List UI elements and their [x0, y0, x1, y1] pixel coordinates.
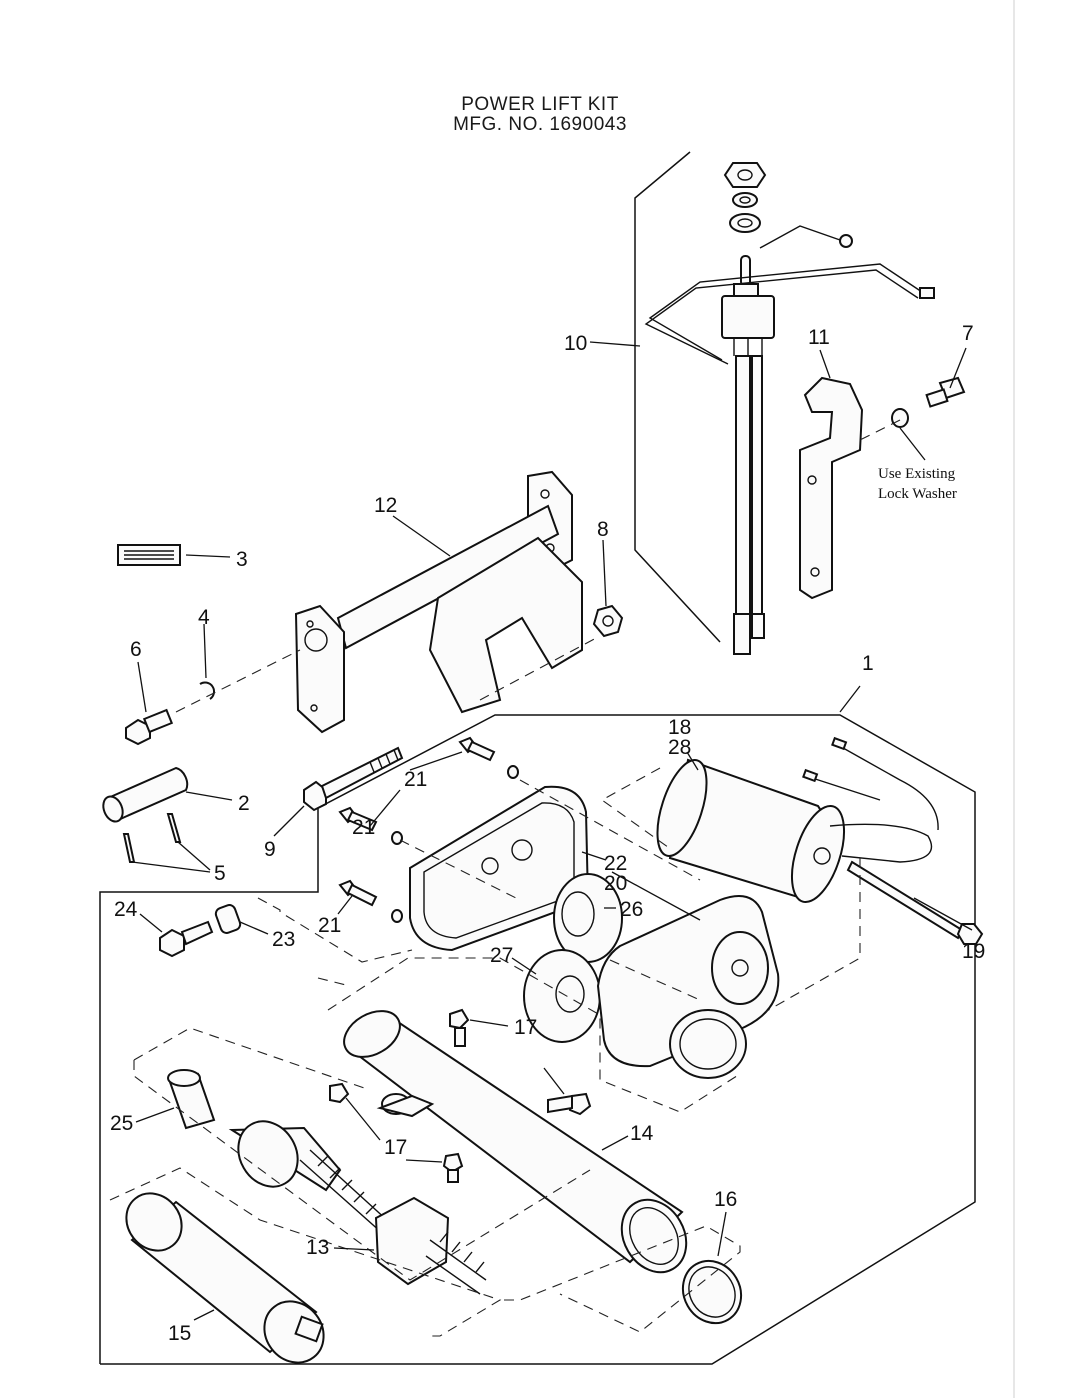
- through-bolt-19: [846, 860, 984, 945]
- electric-motor: [656, 758, 846, 904]
- bushing-25: [167, 1069, 216, 1130]
- callout-21-top: 21: [404, 768, 427, 791]
- lock-washer: [729, 213, 761, 233]
- callout-25: 25: [110, 1112, 133, 1135]
- screw-jack-13: [228, 1120, 487, 1295]
- ground-wire: [759, 225, 841, 249]
- hex-nut-8: [592, 604, 624, 638]
- outer-tube-14: [343, 1010, 688, 1274]
- screw-21-low: [338, 879, 378, 907]
- callout-15: 15: [168, 1322, 191, 1345]
- callout-21-low: 21: [318, 914, 341, 937]
- callout-14: 14: [630, 1122, 654, 1145]
- bracket-clevis: [428, 536, 583, 714]
- note-use-existing: Use Existing: [878, 466, 956, 482]
- callout-12: 12: [374, 494, 397, 517]
- callout-22: 22: [604, 852, 627, 875]
- callout-17-lower: 17: [384, 1136, 407, 1159]
- assembly-guide-lines: [109, 635, 861, 1337]
- callout-3: 3: [236, 548, 248, 571]
- screw-7: [925, 376, 966, 408]
- bolt-24: [159, 920, 214, 958]
- motor-mount-boss: [711, 931, 769, 1005]
- cylinder-15: [125, 1192, 325, 1364]
- washer-21-mid: [391, 831, 403, 845]
- screw-21-top: [458, 736, 496, 762]
- kit-boundary: [99, 714, 976, 1365]
- callout-6: 6: [130, 638, 142, 661]
- note-lock-washer: Lock Washer: [878, 486, 957, 502]
- cotter-pin-a: [122, 833, 136, 863]
- diagram-title: POWER LIFT KIT: [461, 94, 619, 115]
- hex-nut: [723, 162, 767, 188]
- switch-group-bracket: [634, 151, 721, 643]
- washer-21-low: [391, 909, 403, 923]
- callout-7: 7: [962, 322, 974, 345]
- screw-21-mid: [338, 806, 378, 832]
- callout-20: 20: [604, 872, 627, 895]
- screw-17-left: [329, 1082, 350, 1104]
- callout-10: 10: [564, 332, 587, 355]
- callout-2: 2: [238, 792, 250, 815]
- screw-17-right: [547, 1092, 592, 1116]
- callout-11: 11: [808, 326, 830, 349]
- ring-terminal: [839, 234, 853, 248]
- switch-wire: [648, 263, 923, 361]
- callout-labels: 1 2 3 4 5 6 7 8 9 10 11 12 13 14 15 16 1…: [110, 322, 985, 1345]
- long-bolt-9: [303, 746, 404, 812]
- tube-socket: [669, 1009, 747, 1079]
- toggle-lever: [740, 255, 751, 287]
- switch-assembly: [634, 151, 935, 655]
- screw-17-lower: [442, 1152, 464, 1183]
- washer-21-top: [507, 765, 519, 779]
- spacer-23: [214, 904, 242, 934]
- callout-27: 27: [490, 944, 513, 967]
- drive-nut-block: [374, 1196, 450, 1286]
- bolt-6: [125, 708, 174, 746]
- switch-bracket: [799, 376, 864, 600]
- callout-18: 18: [668, 716, 691, 739]
- manufacturer-number: MFG. NO. 1690043: [453, 114, 627, 135]
- callout-16: 16: [714, 1188, 737, 1211]
- callout-4: 4: [198, 606, 210, 629]
- callout-1: 1: [862, 652, 874, 675]
- callout-21-second: 21: [352, 816, 375, 839]
- callout-17-upper: 17: [514, 1016, 537, 1039]
- switch-body: [721, 295, 775, 339]
- mounting-bracket: [294, 470, 583, 734]
- callout-19: 19: [962, 940, 985, 963]
- callout-leaders: [131, 341, 973, 1321]
- flat-washer: [732, 192, 758, 208]
- pivot-pin: [102, 766, 189, 823]
- screw-17-upper: [449, 1008, 470, 1047]
- callout-24: 24: [114, 898, 138, 921]
- callout-26: 26: [620, 898, 643, 921]
- callout-9: 9: [264, 838, 276, 861]
- callout-28: 28: [668, 736, 691, 759]
- motor-leads: [829, 823, 933, 863]
- callout-5: 5: [214, 862, 226, 885]
- retaining-ring-16: [681, 1259, 743, 1325]
- switch-rod-end: [733, 613, 751, 655]
- callout-23: 23: [272, 928, 295, 951]
- existing-lock-washer: [891, 408, 909, 428]
- wire-connector: [919, 287, 935, 299]
- bracket-plate-left: [294, 604, 345, 734]
- callout-13: 13: [306, 1236, 329, 1259]
- cotter-pin-b: [166, 813, 182, 843]
- callout-8: 8: [597, 518, 609, 541]
